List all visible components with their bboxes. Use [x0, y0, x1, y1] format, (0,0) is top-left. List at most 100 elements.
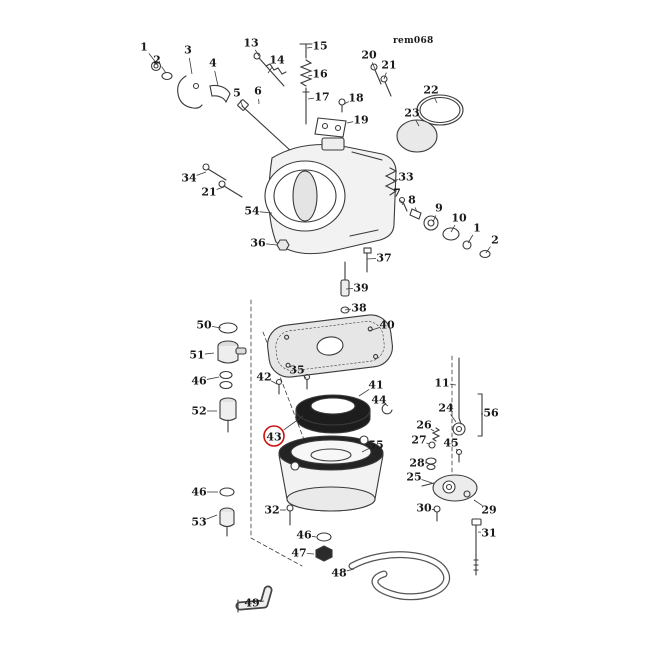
part-callout-46: 46 — [191, 375, 207, 388]
part-callout-22: 22 — [423, 84, 438, 97]
top-right-screws — [370, 63, 392, 97]
part-callout-43: 43 — [266, 431, 281, 444]
leader-line — [239, 100, 244, 108]
leader-line — [421, 479, 433, 484]
leader-line — [433, 97, 438, 104]
part-callout-27: 27 — [411, 434, 426, 447]
part-callout-45: 45 — [443, 437, 458, 450]
part-callout-20: 20 — [361, 49, 377, 62]
leader-line — [270, 380, 278, 385]
leader-line — [188, 57, 193, 75]
part-callout-18: 18 — [348, 92, 364, 105]
part-callout-49: 49 — [244, 597, 259, 610]
float-bowl — [278, 435, 384, 512]
part-callout-16: 16 — [312, 68, 328, 81]
part-callout-7: 7 — [393, 187, 401, 200]
part-callout-51: 51 — [189, 349, 204, 362]
leader-line — [214, 70, 219, 87]
part-callout-46: 46 — [191, 486, 207, 499]
part-callout-10: 10 — [451, 212, 467, 225]
part-callout-15: 15 — [312, 40, 327, 53]
part-callout-26: 26 — [416, 419, 432, 432]
float-arm-assembly — [421, 474, 478, 502]
part-callout-53: 53 — [191, 516, 206, 529]
cable-guide-parts — [384, 167, 491, 259]
part-callout-3: 3 — [184, 44, 192, 57]
main-jet-parts — [340, 247, 372, 314]
part-callout-35: 35 — [289, 364, 304, 377]
leader-line — [358, 389, 370, 397]
part-callout-13: 13 — [243, 37, 258, 50]
part-callout-36: 36 — [250, 237, 266, 250]
part-callout-8: 8 — [408, 194, 416, 207]
part-callout-19: 19 — [353, 114, 368, 127]
leader-line — [267, 66, 273, 74]
leader-line — [148, 53, 158, 65]
part-callout-2: 2 — [153, 54, 161, 67]
leader-line — [307, 74, 313, 77]
elbow-fitting — [235, 585, 273, 613]
float-needle-parts — [381, 357, 483, 437]
part-callout-24: 24 — [438, 402, 454, 415]
leader-line — [265, 243, 278, 246]
leader-line — [430, 428, 435, 432]
part-callout-39: 39 — [353, 282, 368, 295]
leader-line — [455, 448, 459, 452]
leader-line — [206, 514, 218, 520]
throttle-shaft — [237, 99, 293, 153]
leader-line — [450, 224, 456, 233]
mid-left-screws — [202, 163, 243, 198]
needle-assembly — [299, 43, 313, 125]
part-callout-28: 28 — [409, 457, 425, 470]
part-callout-9: 9 — [435, 202, 443, 215]
leader-line — [283, 415, 304, 431]
part-callout-56: 56 — [483, 407, 499, 420]
leader-line — [259, 211, 273, 214]
leader-line — [344, 308, 352, 311]
part-callout-31: 31 — [481, 527, 496, 540]
leader-line — [467, 234, 474, 244]
part-callout-54: 54 — [244, 205, 260, 218]
leader-line — [196, 171, 207, 176]
part-callout-41: 41 — [368, 379, 383, 392]
enrichener-parts — [217, 322, 247, 433]
leader-line — [392, 178, 399, 182]
part-callout-52: 52 — [191, 405, 206, 418]
leader-line — [450, 414, 457, 423]
part-callout-4: 4 — [209, 57, 217, 70]
part-callout-14: 14 — [269, 54, 285, 67]
leader-line — [343, 101, 350, 105]
part-callout-29: 29 — [481, 504, 496, 517]
part-callout-11: 11 — [434, 377, 449, 390]
part-callout-44: 44 — [371, 394, 387, 407]
part-callout-23: 23 — [404, 107, 419, 120]
highlight-circle — [263, 425, 285, 447]
part-callout-48: 48 — [331, 567, 347, 580]
part-callout-46: 46 — [296, 529, 312, 542]
part-callout-21: 21 — [381, 59, 396, 72]
leader-line — [426, 442, 430, 445]
part-callout-30: 30 — [416, 502, 432, 515]
leader-line — [302, 375, 307, 379]
part-callout-5: 5 — [233, 87, 241, 100]
part-callout-42: 42 — [256, 371, 271, 384]
leader-line — [449, 383, 457, 386]
part-callout-2: 2 — [491, 234, 499, 247]
diaphragm-parts — [396, 94, 464, 153]
leader-line — [432, 215, 437, 223]
inlet-needle-parts — [425, 427, 463, 471]
leader-line — [383, 72, 387, 80]
leader-line — [216, 186, 225, 190]
leader-line — [371, 62, 376, 70]
part-callout-40: 40 — [379, 319, 395, 332]
leader-line — [414, 207, 418, 213]
drain-parts — [219, 487, 235, 537]
part-callout-38: 38 — [351, 302, 367, 315]
bowl-gasket-plate — [267, 314, 393, 378]
bowl-fasteners — [286, 504, 482, 576]
leader-line — [431, 509, 436, 511]
leader-line — [206, 376, 220, 380]
